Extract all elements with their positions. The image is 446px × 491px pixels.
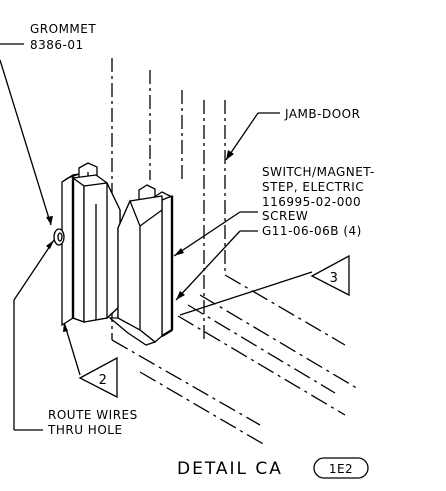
switch-part-number: 116995-02-000 [262,195,361,209]
step-electric-label: STEP, ELECTRIC [262,180,364,194]
grommet-leader [0,43,53,226]
jamb-door-leader [225,112,280,161]
screw-title-label: SCREW [262,209,308,223]
grommet-title-label: GROMMET [30,22,96,36]
switch-body [108,184,174,346]
detail-reference-bubble: 1E2 [313,457,369,479]
jamb-floor-lines [111,274,361,446]
screw-leader [175,230,258,301]
magnet-body [61,162,121,327]
flag-2-number: 2 [99,373,108,388]
callout-flag-3: 3 [310,254,350,297]
callout-flag-2: 2 [78,356,118,399]
screw-part-number: G11-06-06B (4) [262,224,362,238]
flag-3-number: 3 [330,271,339,286]
detail-title: DETAIL CA [177,459,283,479]
flag-2-leader [63,321,81,376]
switch-leader [173,211,258,257]
grommet-icon [53,228,65,246]
route-wires-leader [13,239,55,431]
route-wires-label: ROUTE WIRES [48,408,138,422]
detail-reference-label: 1E2 [329,462,353,476]
grommet-part-label: 8386-01 [30,38,84,52]
jamb-door-label: JAMB-DOOR [284,107,360,121]
flag-3-leader [179,271,313,316]
switch-magnet-label: SWITCH/MAGNET- [262,165,375,179]
thru-hole-label: THRU HOLE [47,423,123,437]
